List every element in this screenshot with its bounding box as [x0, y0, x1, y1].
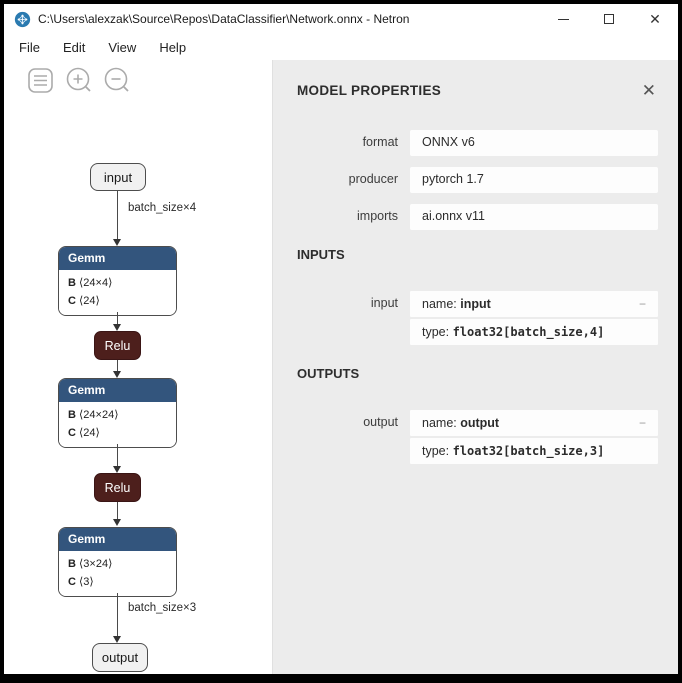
attr-key: B — [68, 409, 76, 421]
type-prefix: type: — [422, 444, 453, 458]
property-value-producer[interactable]: pytorch 1.7 — [410, 167, 658, 193]
edge-arrow-icon — [113, 636, 121, 643]
close-button[interactable]: ✕ — [632, 4, 678, 34]
panel-title: MODEL PROPERTIES — [297, 83, 442, 98]
type-prefix: type: — [422, 325, 453, 339]
edge-arrow-icon — [113, 371, 121, 378]
edge-line — [117, 502, 119, 519]
output-name-box[interactable]: name: output − — [410, 410, 658, 436]
menu-file[interactable]: File — [19, 39, 40, 55]
menu-help[interactable]: Help — [159, 39, 187, 55]
edge-arrow-icon — [113, 466, 121, 473]
node-header: Gemm — [59, 247, 176, 270]
io-label: input — [370, 296, 398, 310]
node-label: Relu — [104, 338, 131, 353]
attr-value: ⟨3⟩ — [79, 576, 94, 588]
attr-key: B — [68, 558, 76, 570]
collapse-icon[interactable]: − — [638, 297, 646, 311]
property-row-imports: imports ai.onnx v11 — [297, 204, 658, 230]
attr-key: C — [68, 427, 76, 439]
netron-logo-icon — [14, 11, 31, 27]
graph-node-output[interactable]: output — [92, 643, 148, 672]
menu-bar: File Edit View Help — [4, 34, 678, 60]
output-type-value: float32[batch_size,3] — [452, 444, 605, 458]
property-label: imports — [357, 209, 398, 223]
graph-toolbar — [26, 65, 132, 95]
node-label: input — [103, 169, 133, 185]
node-attributes: B ⟨24×24⟩ C ⟨24⟩ — [59, 402, 176, 447]
inputs-section-heading: INPUTS — [297, 247, 345, 262]
zoom-out-icon[interactable] — [102, 65, 132, 95]
attr-key: B — [68, 277, 76, 289]
attr-value: ⟨24×24⟩ — [79, 409, 119, 421]
zoom-in-icon[interactable] — [64, 65, 94, 95]
node-label: output — [101, 650, 139, 665]
outputs-section-heading: OUTPUTS — [297, 366, 360, 381]
graph-node-gemm-1[interactable]: Gemm B ⟨24×4⟩ C ⟨24⟩ — [58, 246, 177, 316]
close-icon: ✕ — [649, 11, 661, 27]
graph-canvas[interactable]: input batch_size×4 Gemm B ⟨24×4⟩ C ⟨24⟩ … — [4, 60, 272, 674]
model-properties-panel: MODEL PROPERTIES ✕ format ONNX v6 produc… — [272, 60, 678, 674]
name-prefix: name: — [422, 416, 461, 430]
attr-key: C — [68, 295, 76, 307]
input-name-value: input — [460, 297, 491, 311]
attr-value: ⟨24⟩ — [79, 427, 100, 439]
node-attributes: B ⟨24×4⟩ C ⟨24⟩ — [59, 270, 176, 315]
attr-value: ⟨3×24⟩ — [79, 558, 113, 570]
edge-arrow-icon — [113, 239, 121, 246]
input-name-box[interactable]: name: input − — [410, 291, 658, 317]
edge-line — [117, 312, 119, 324]
attr-value: ⟨24×4⟩ — [79, 277, 113, 289]
property-row-format: format ONNX v6 — [297, 130, 658, 156]
sidebar-menu-icon[interactable] — [26, 65, 56, 95]
input-type-value: float32[batch_size,4] — [452, 325, 605, 339]
maximize-button[interactable] — [586, 4, 632, 34]
collapse-icon[interactable]: − — [638, 416, 646, 430]
edge-line — [117, 593, 119, 636]
node-attributes: B ⟨3×24⟩ C ⟨3⟩ — [59, 551, 176, 596]
input-type-box[interactable]: type: float32[batch_size,4] — [410, 319, 658, 345]
attr-key: C — [68, 576, 76, 588]
panel-close-icon[interactable]: ✕ — [641, 81, 656, 100]
node-label: Relu — [104, 480, 131, 495]
graph-node-gemm-3[interactable]: Gemm B ⟨3×24⟩ C ⟨3⟩ — [58, 527, 177, 597]
graph-node-relu-1[interactable]: Relu — [94, 331, 141, 360]
graph-node-input[interactable]: input — [90, 163, 146, 191]
edge-line — [117, 444, 119, 466]
edge-line — [117, 360, 119, 371]
property-value-format[interactable]: ONNX v6 — [410, 130, 658, 156]
input-row: input name: input − type: float32[batch_… — [297, 291, 658, 345]
edge-arrow-icon — [113, 324, 121, 331]
window-title: C:\Users\alexzak\Source\Repos\DataClassi… — [38, 12, 410, 26]
attr-value: ⟨24⟩ — [79, 295, 100, 307]
maximize-icon — [604, 14, 614, 24]
graph-node-gemm-2[interactable]: Gemm B ⟨24×24⟩ C ⟨24⟩ — [58, 378, 177, 448]
edge-label-batch-size-3: batch_size×3 — [128, 602, 197, 614]
property-value-imports[interactable]: ai.onnx v11 — [410, 204, 658, 230]
node-header: Gemm — [59, 379, 176, 402]
property-label: format — [362, 135, 398, 149]
node-header: Gemm — [59, 528, 176, 551]
name-prefix: name: — [422, 297, 461, 311]
minimize-icon — [557, 18, 569, 20]
menu-view[interactable]: View — [108, 39, 137, 55]
output-name-value: output — [460, 416, 500, 430]
graph-node-relu-2[interactable]: Relu — [94, 473, 141, 502]
property-label: producer — [348, 172, 398, 186]
io-label: output — [363, 415, 398, 429]
title-bar: C:\Users\alexzak\Source\Repos\DataClassi… — [4, 4, 678, 34]
edge-label-batch-size-4: batch_size×4 — [128, 202, 197, 214]
netron-window: C:\Users\alexzak\Source\Repos\DataClassi… — [4, 4, 678, 674]
menu-edit[interactable]: Edit — [62, 39, 86, 55]
edge-line — [117, 191, 119, 239]
output-row: output name: output − type: float32[batc… — [297, 410, 658, 464]
minimize-button[interactable] — [540, 4, 586, 34]
property-row-producer: producer pytorch 1.7 — [297, 167, 658, 193]
edge-arrow-icon — [113, 519, 121, 526]
output-type-box[interactable]: type: float32[batch_size,3] — [410, 438, 658, 464]
